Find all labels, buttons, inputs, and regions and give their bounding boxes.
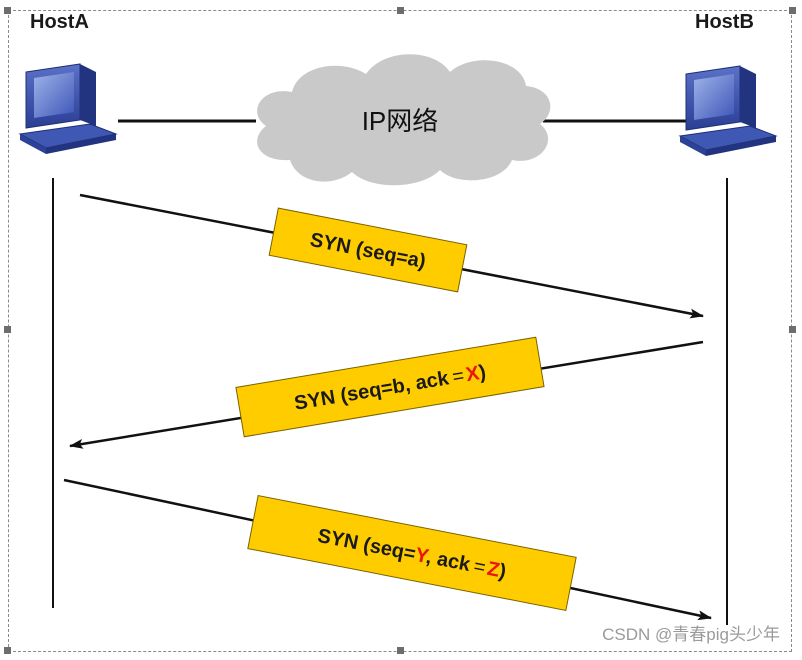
resize-handle-top-left[interactable] — [4, 7, 11, 14]
resize-handle-middle-right[interactable] — [789, 326, 796, 333]
message-3-label: SYN (seq=Y, ack=Z) — [247, 494, 577, 612]
network-cloud: IP网络 — [257, 54, 551, 186]
host-a-computer-icon — [18, 63, 118, 154]
message-1-label: SYN (seq=a) — [268, 207, 468, 293]
resize-handle-top-center[interactable] — [397, 7, 404, 14]
resize-handle-top-right[interactable] — [789, 7, 796, 14]
host-a-label: HostA — [30, 11, 89, 33]
resize-handle-bottom-left[interactable] — [4, 647, 11, 654]
message-3-ack-value: Z — [485, 558, 501, 582]
network-label: IP网络 — [362, 106, 439, 136]
message-2-label: SYN (seq=b, ack=X) — [235, 336, 545, 438]
host-b-label: HostB — [695, 11, 754, 33]
watermark-text: CSDN @青春pig头少年 — [602, 625, 780, 644]
message-2-ack-value: X — [464, 362, 481, 386]
resize-handle-bottom-center[interactable] — [397, 647, 404, 654]
resize-handle-middle-left[interactable] — [4, 326, 11, 333]
host-b-computer-icon — [678, 65, 778, 156]
